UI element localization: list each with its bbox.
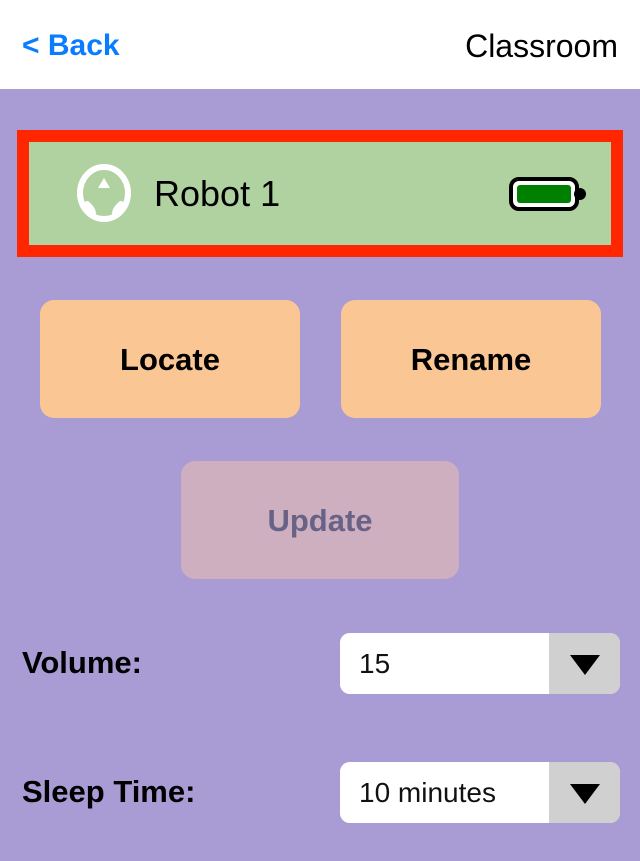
chevron-down-icon[interactable] [549, 633, 620, 694]
navigation-bar: < Back Classroom [0, 0, 640, 89]
sleep-time-dropdown-value: 10 minutes [340, 762, 549, 823]
robot-name-label: Robot 1 [154, 172, 281, 214]
robot-card-selected[interactable]: Robot 1 [17, 130, 623, 257]
sleep-time-label: Sleep Time: [22, 774, 196, 809]
volume-label: Volume: [22, 645, 142, 680]
sleep-time-dropdown[interactable]: 10 minutes [340, 762, 620, 823]
volume-dropdown[interactable]: 15 [340, 633, 620, 694]
robot-card-body: Robot 1 [29, 142, 611, 245]
rename-button[interactable]: Rename [341, 300, 601, 418]
page-title: Classroom [465, 28, 618, 64]
update-button: Update [181, 461, 459, 579]
chevron-down-icon[interactable] [549, 762, 620, 823]
back-button[interactable]: < Back [22, 29, 120, 62]
robot-circle-icon [75, 164, 133, 222]
battery-full-icon [509, 176, 587, 211]
volume-dropdown-value: 15 [340, 633, 549, 694]
locate-button[interactable]: Locate [40, 300, 300, 418]
